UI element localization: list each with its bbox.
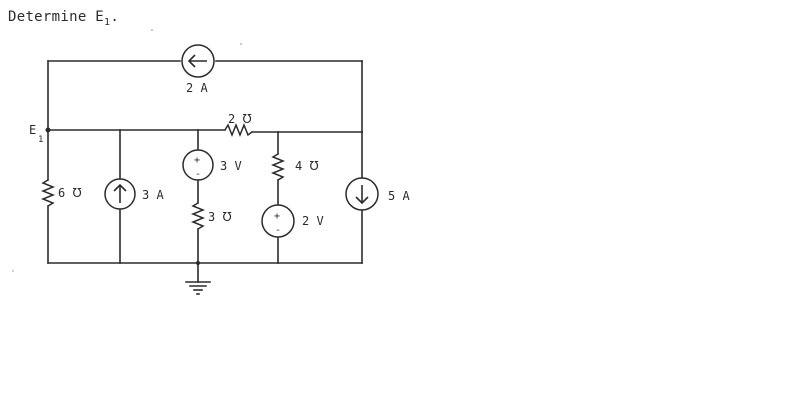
voltage-source-2v-label: 2 V	[302, 214, 324, 228]
voltage-source-2v-plus: +	[274, 211, 280, 222]
voltage-source-3v-minus: -	[195, 169, 201, 180]
current-source-5a-label: 5 A	[388, 189, 410, 203]
circuit-wires	[47, 60, 363, 283]
node-e1-label: E	[29, 123, 36, 137]
down-arrow-icon	[355, 185, 369, 205]
current-source-5a: 5 A	[345, 177, 410, 211]
voltage-source-3v-plus: +	[194, 155, 200, 166]
scan-specks	[12, 29, 242, 272]
current-source-2a-label: 2 A	[186, 81, 208, 95]
node-e1-dot	[45, 127, 51, 133]
left-arrow-icon	[187, 54, 207, 68]
up-arrow-icon	[113, 183, 127, 203]
voltage-source-3v-circle	[182, 149, 214, 181]
voltage-source-3v-label: 3 V	[220, 159, 242, 173]
resistor-2-mho: 2 ℧	[224, 112, 253, 138]
prompt-end: .	[110, 9, 120, 25]
resistor-3-mho: 3 ℧	[190, 202, 232, 230]
prompt-text: Determine E	[8, 9, 105, 25]
resistor-2-mho-label: 2 ℧	[228, 112, 252, 126]
current-source-2a: 2 A	[181, 44, 215, 95]
current-source-3a: 3 A	[104, 178, 164, 210]
ground-icon	[185, 281, 211, 295]
resistor-4-mho: 4 ℧	[270, 153, 319, 181]
voltage-source-2v: + - 2 V	[261, 204, 324, 238]
voltage-source-3v: + - 3 V	[182, 149, 242, 181]
voltage-source-2v-circle	[261, 204, 295, 238]
node-e1-subscript: 1	[38, 135, 43, 145]
resistor-6-mho-label: 6 ℧	[58, 186, 82, 200]
voltage-source-2v-minus: -	[275, 225, 281, 236]
resistor-3-mho-label: 3 ℧	[208, 210, 232, 224]
current-source-3a-label: 3 A	[142, 188, 164, 202]
node-e1: E 1	[29, 123, 51, 145]
prompt-subscript: 1	[104, 17, 111, 28]
problem-prompt: Determine E1.	[8, 9, 120, 28]
ground-node-dot	[196, 261, 200, 265]
resistor-4-mho-label: 4 ℧	[295, 159, 319, 173]
resistor-6-mho: 6 ℧	[40, 179, 82, 207]
